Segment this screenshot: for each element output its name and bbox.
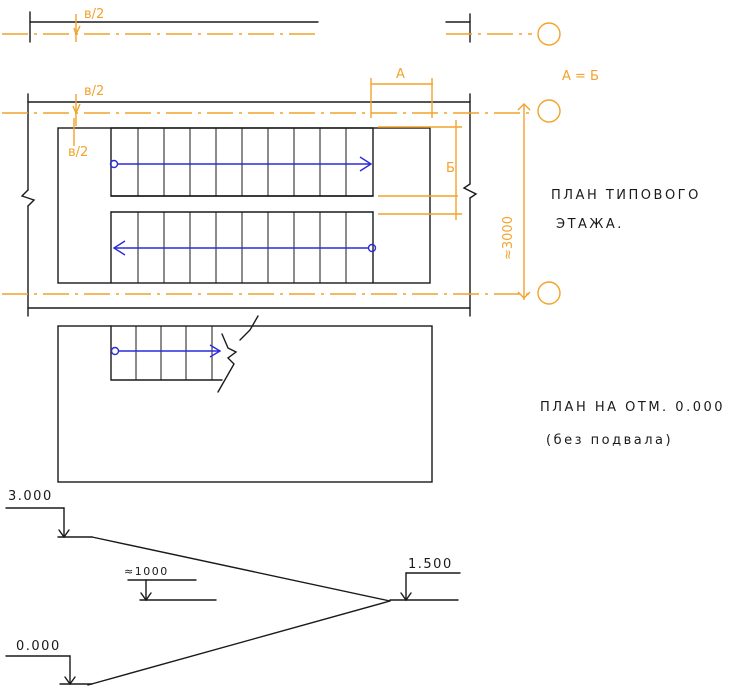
axis-marker-mid (537, 99, 561, 123)
walk-line-up (109, 156, 373, 172)
dim-a-label: А (396, 67, 405, 82)
axis-marker-bottom (537, 281, 561, 305)
dim-b-label: Б (446, 161, 455, 176)
elev-top-label: 3.000 (8, 489, 53, 504)
equation-label: А = Б (562, 69, 599, 84)
elevation-diagram: 3.000 1.500 ≈1000 0.000 (5, 489, 461, 686)
typical-floor-title-1: ПЛАН ТИПОВОГО (551, 188, 701, 203)
ground-floor-title-1: ПЛАН НА ОТМ. 0.000 (540, 400, 725, 415)
top-axis-fragment: в/2 (2, 7, 561, 46)
b-half-left-label: в/2 (68, 145, 88, 160)
b-half-mid-label: в/2 (84, 84, 104, 99)
riser-note-label: ≈1000 (124, 565, 169, 578)
axis-marker-top (537, 22, 561, 46)
dim-3000-label: ≈3000 (501, 216, 516, 260)
walk-line-down (112, 240, 377, 256)
b-half-top-label: в/2 (84, 7, 104, 22)
ground-floor-title-2: (без подвала) (546, 433, 673, 448)
typical-floor-plan: в/2 в/2 А Б ≈3000 А = Б (2, 67, 599, 317)
typical-floor-title-2: ЭТАЖА. (556, 217, 624, 232)
ground-floor-plan (57, 315, 433, 483)
elev-bottom-label: 0.000 (16, 639, 61, 654)
walk-line-ground (110, 344, 222, 358)
elev-landing-label: 1.500 (408, 557, 453, 572)
